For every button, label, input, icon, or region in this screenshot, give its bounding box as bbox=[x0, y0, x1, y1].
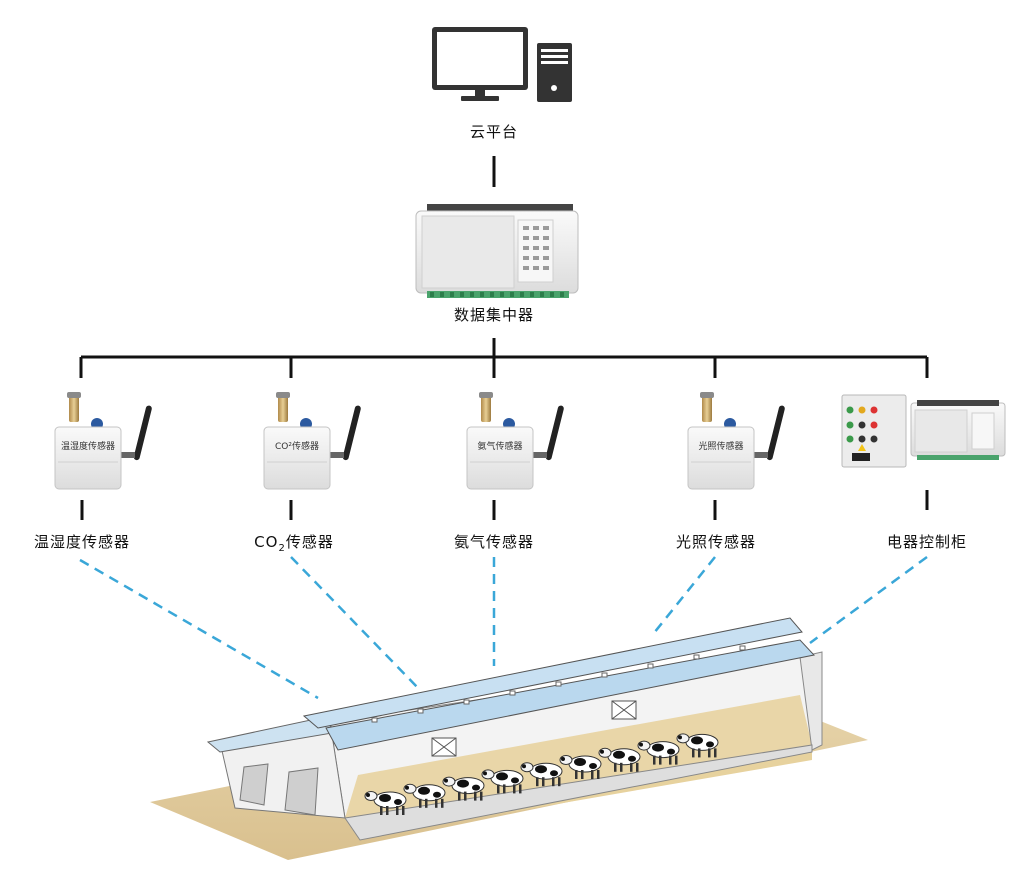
cow-icon bbox=[637, 740, 680, 765]
cow-icon bbox=[559, 755, 602, 779]
cow-icon bbox=[403, 783, 446, 808]
ammonia-sensor-label: 氨气传感器 bbox=[453, 533, 535, 551]
bus-connection-tree bbox=[79, 338, 929, 378]
cow-icon bbox=[481, 769, 524, 794]
cloud-platform-computer bbox=[432, 27, 572, 102]
device-housing-label: 氨气传感器 bbox=[477, 440, 522, 452]
electrical-cabinet-label: 电器控制柜 bbox=[886, 533, 968, 551]
cow-icon bbox=[442, 776, 485, 801]
barn-roof-ridge bbox=[302, 617, 803, 729]
temp-humidity-sensor-device: 温湿度传感器 bbox=[54, 392, 152, 520]
livestock-barn-illustration bbox=[150, 617, 868, 860]
barn-roof-main bbox=[325, 639, 815, 751]
cow-icon bbox=[676, 733, 719, 758]
device-housing-label: 光照传感器 bbox=[698, 440, 743, 452]
temp-humidity-sensor-label: 温湿度传感器 bbox=[33, 533, 131, 551]
cow-icon bbox=[598, 747, 641, 772]
cow-herd bbox=[364, 733, 719, 815]
light-sensor-device: 光照传感器 bbox=[687, 392, 785, 520]
light-sensor-label: 光照传感器 bbox=[675, 533, 757, 551]
wireless-link-temp-humidity bbox=[79, 558, 319, 700]
ammonia-sensor-device: 氨气传感器 bbox=[466, 392, 564, 520]
cow-icon bbox=[520, 762, 563, 787]
wireless-links bbox=[79, 555, 928, 700]
co2-sensor-device: CO²传感器 bbox=[263, 392, 361, 520]
wireless-link-light bbox=[653, 556, 716, 634]
co2-sensor-label: CO2传感器 bbox=[254, 533, 334, 554]
cloud-platform-label: 云平台 bbox=[469, 123, 519, 141]
data-concentrator-device bbox=[415, 204, 579, 298]
monitor-icon bbox=[432, 27, 528, 101]
ventilation-fan-icon bbox=[431, 737, 457, 757]
device-housing-label: CO²传感器 bbox=[275, 440, 319, 452]
ventilation-fan-icon bbox=[611, 700, 637, 720]
data-concentrator-label: 数据集中器 bbox=[453, 306, 535, 324]
wireless-link-co2 bbox=[290, 556, 421, 691]
device-housing-label: 温湿度传感器 bbox=[61, 440, 115, 452]
pc-tower-icon bbox=[537, 43, 572, 102]
wireless-link-cabinet bbox=[809, 555, 928, 645]
sensor-devices: 温湿度传感器 CO²传感器 氨气传感器 光照传感器 bbox=[54, 392, 785, 520]
cow-icon bbox=[364, 791, 407, 815]
control-cabinet-device bbox=[841, 394, 1006, 468]
